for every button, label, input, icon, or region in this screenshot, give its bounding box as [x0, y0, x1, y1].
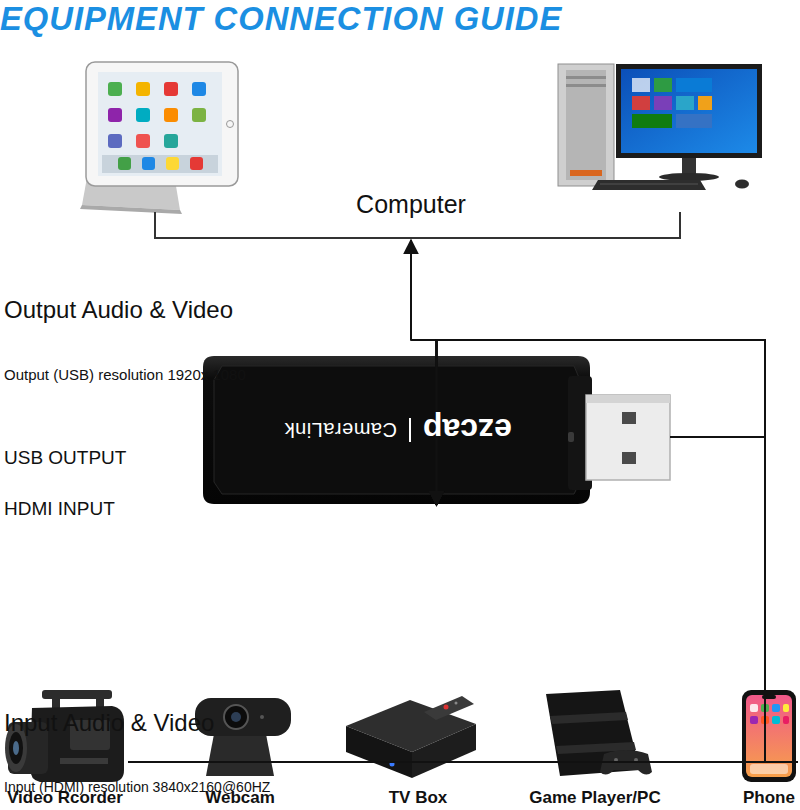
tablet-picture [80, 62, 238, 214]
port-label: HDMI INPUT [4, 498, 800, 520]
source-device: Game Player/PC [526, 680, 664, 808]
section-heading: Output Audio & Video [4, 296, 800, 324]
desktop-picture [558, 64, 762, 190]
phone-picture [742, 690, 796, 782]
spec-note: Output (USB) resolution 1920x 1080 [4, 366, 800, 383]
capture-device: ezcap CameraLink [203, 355, 670, 505]
port-label: USB OUTPUT [4, 447, 800, 469]
source-device: TV Box [358, 680, 478, 808]
source-device: Phone [740, 680, 798, 808]
group-label: Computer [356, 190, 466, 219]
separator [409, 418, 411, 442]
connector [437, 340, 799, 762]
connector [411, 240, 765, 437]
connector [128, 340, 765, 762]
brand-row: ezcap CameraLink [213, 355, 583, 505]
source-device: Video Rcorder [2, 680, 128, 808]
device-label: Webcam [205, 788, 275, 808]
connector [295, 340, 765, 762]
brand-name: ezcap [423, 412, 512, 449]
device-label: TV Box [389, 788, 448, 808]
connector [437, 340, 766, 762]
source-device: Webcam [185, 680, 295, 808]
game-console-picture [546, 690, 652, 776]
device-label: Phone [743, 788, 795, 808]
title: EQUIPMENT CONNECTION GUIDE [0, 0, 800, 38]
product-name: CameraLink [284, 419, 397, 442]
device-group: Computer [336, 188, 486, 240]
device-label: Game Player/PC [529, 788, 660, 808]
connector [437, 340, 766, 762]
device-label: Video Rcorder [7, 788, 123, 808]
section-heading: Input Audio & Video [4, 709, 800, 737]
tv-box-picture [346, 696, 476, 778]
